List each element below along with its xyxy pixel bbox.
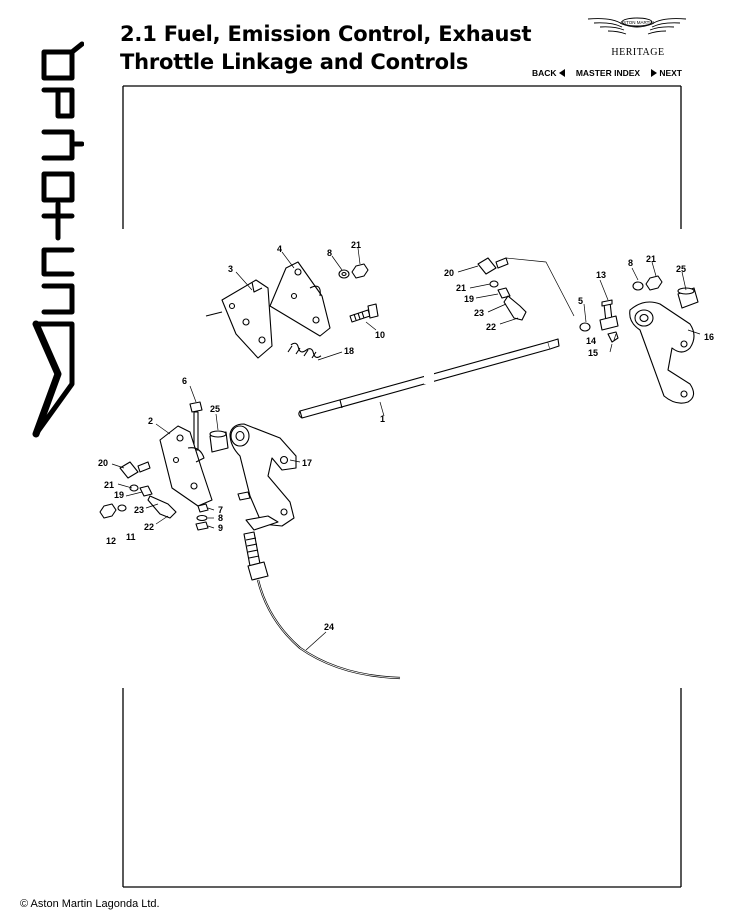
next-link[interactable]: NEXT xyxy=(651,68,682,78)
callout-21-lower: 21 xyxy=(104,480,114,490)
navigation-bar: BACK MASTER INDEX NEXT xyxy=(532,68,682,78)
callout-13: 13 xyxy=(596,270,606,280)
upper-ball-joint xyxy=(477,257,527,321)
throttle-cable-24 xyxy=(243,531,401,680)
next-arrow-icon xyxy=(651,69,658,77)
callout-8-right: 8 xyxy=(628,258,633,268)
callout-15: 15 xyxy=(588,348,598,358)
back-link[interactable]: BACK xyxy=(532,68,565,78)
heritage-label: HERITAGE xyxy=(611,47,665,58)
plate-3 xyxy=(221,279,273,359)
callout-6: 6 xyxy=(182,376,187,386)
callout-1: 1 xyxy=(380,414,385,424)
title-block: 2.1 Fuel, Emission Control, Exhaust Thro… xyxy=(120,20,540,76)
screw-10 xyxy=(349,303,379,323)
bolt-6 xyxy=(189,401,203,451)
callout-8-upper: 8 xyxy=(327,248,332,258)
callout-16: 16 xyxy=(704,332,714,342)
callout-23-upper: 23 xyxy=(474,308,484,318)
callout-8-lower: 8 xyxy=(218,513,223,523)
lower-ball-joint xyxy=(119,461,177,519)
callout-14: 14 xyxy=(586,336,596,346)
callout-25-left: 25 xyxy=(210,404,220,414)
plate-4 xyxy=(269,261,331,337)
callout-21-mid: 21 xyxy=(456,283,466,293)
callout-18: 18 xyxy=(344,346,354,356)
aston-martin-wings-logo: ASTON MARTIN xyxy=(587,17,687,35)
bracket-17 xyxy=(229,423,297,531)
callout-9: 9 xyxy=(218,523,223,533)
callout-22-lower: 22 xyxy=(144,522,154,532)
callout-5: 5 xyxy=(578,296,583,306)
callout-22-upper: 22 xyxy=(486,322,496,332)
callout-20-lower: 20 xyxy=(98,458,108,468)
plate-2 xyxy=(159,425,213,507)
callout-2: 2 xyxy=(148,416,153,426)
callout-12: 12 xyxy=(106,536,116,546)
throttle-shaft xyxy=(298,338,560,419)
callout-21-upper: 21 xyxy=(351,240,361,250)
callout-19-lower: 19 xyxy=(114,490,124,500)
page-subtitle: Throttle Linkage and Controls xyxy=(120,50,469,74)
callout-11: 11 xyxy=(126,532,136,542)
callout-3: 3 xyxy=(228,264,233,274)
callout-24: 24 xyxy=(324,622,334,632)
callout-4: 4 xyxy=(277,244,282,254)
copyright-footer: © Aston Martin Lagonda Ltd. xyxy=(20,898,160,910)
master-index-link[interactable]: MASTER INDEX xyxy=(575,68,641,78)
callout-20-upper: 20 xyxy=(444,268,454,278)
callout-21-right: 21 xyxy=(646,254,656,264)
badge-text: ASTON MARTIN xyxy=(620,20,654,25)
callout-10: 10 xyxy=(375,330,385,340)
callout-25-right: 25 xyxy=(676,264,686,274)
callout-23-lower: 23 xyxy=(134,505,144,515)
page-title: 2.1 Fuel, Emission Control, Exhaust xyxy=(120,22,532,46)
vantage-side-logo xyxy=(32,41,84,438)
lever-16 xyxy=(629,301,695,404)
back-arrow-icon xyxy=(558,69,565,77)
callout-17: 17 xyxy=(302,458,312,468)
callout-7: 7 xyxy=(218,505,223,515)
callout-19-upper: 19 xyxy=(464,294,474,304)
